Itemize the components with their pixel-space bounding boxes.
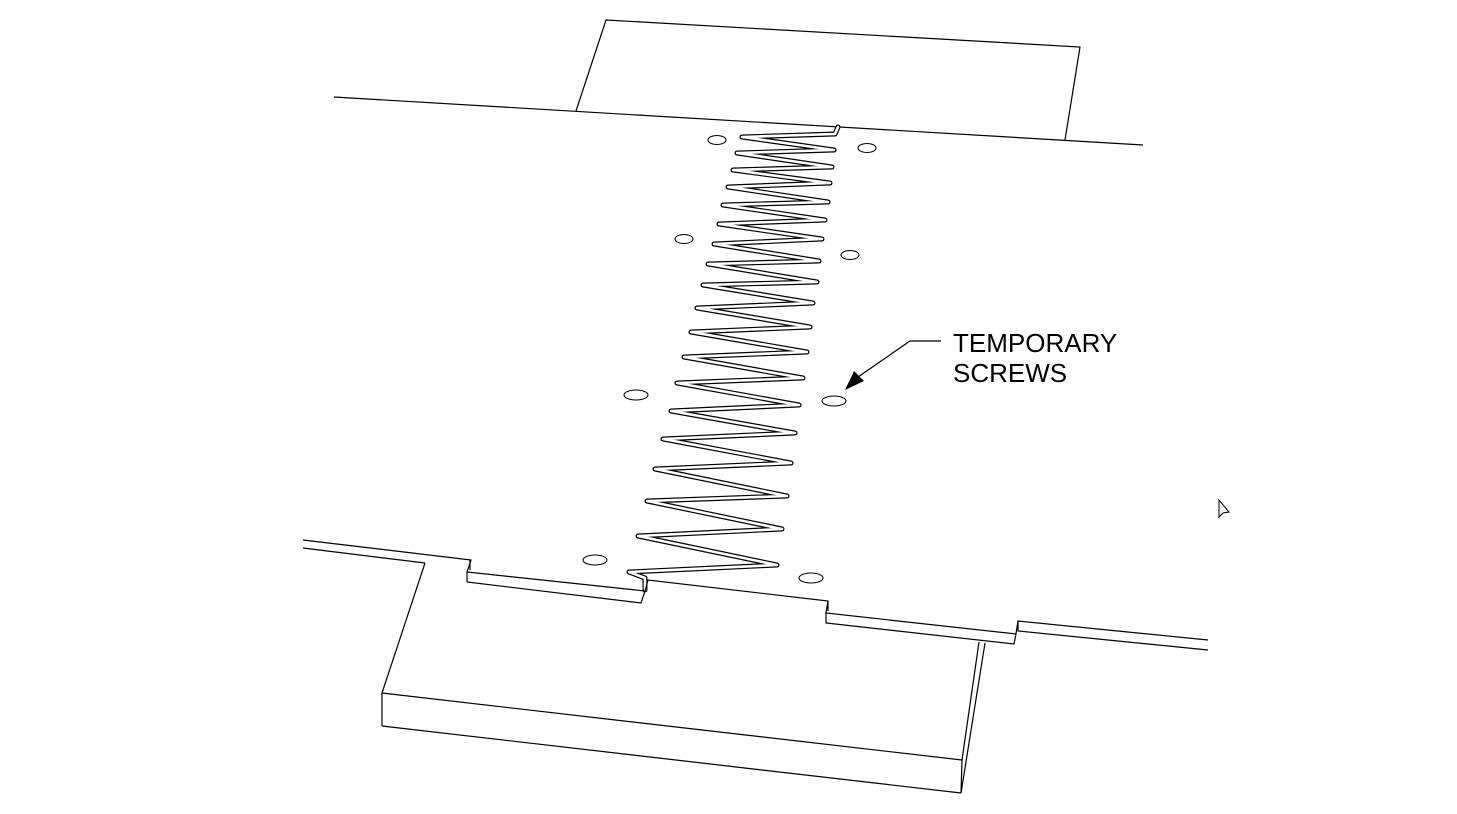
bottom-plate-top-edge	[302, 539, 1209, 641]
top-plate-edge	[333, 96, 1144, 146]
top-block-outline	[575, 19, 1081, 141]
callout-label-line2: SCREWS	[953, 358, 1068, 388]
callout-label-line1: TEMPORARY	[953, 328, 1118, 358]
mouse-cursor-icon	[1218, 498, 1230, 519]
callout-arrowhead	[845, 371, 864, 390]
screw-hole	[674, 233, 694, 245]
finger-slot-outline	[627, 125, 840, 592]
screw-holes	[582, 134, 877, 584]
bottom-plate-lower-edge	[302, 547, 1209, 651]
screw-hole	[798, 572, 824, 584]
finger-slot-outline	[626, 124, 841, 593]
screw-hole	[623, 389, 649, 401]
screw-hole	[840, 249, 860, 261]
bottom-block	[381, 562, 986, 794]
screw-hole	[857, 142, 877, 154]
finger-plate	[626, 124, 841, 593]
screw-hole	[821, 395, 847, 407]
screw-hole	[582, 554, 608, 566]
screw-hole	[707, 134, 727, 146]
callout-leader	[857, 340, 941, 378]
